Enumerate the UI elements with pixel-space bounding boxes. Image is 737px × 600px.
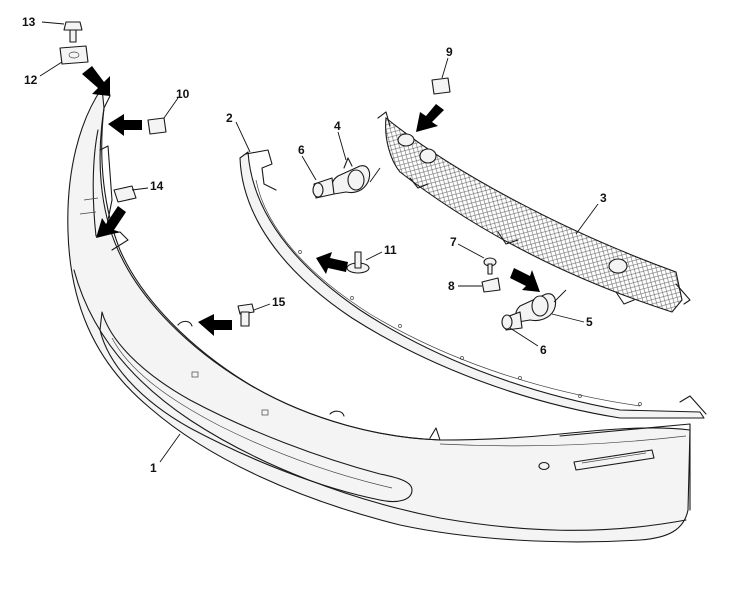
mesh-grille <box>377 111 691 313</box>
callout-7: 7 <box>450 235 457 249</box>
arrow-down-right-6 <box>510 268 540 292</box>
bolt-15 <box>237 303 255 327</box>
leader-lines <box>39 21 599 463</box>
callout-6-upper: 6 <box>298 143 305 157</box>
callout-11: 11 <box>384 243 397 257</box>
callout-14: 14 <box>150 179 164 193</box>
callout-labels: 13 12 10 14 2 4 6 9 3 11 7 8 5 6 15 1 <box>22 15 607 475</box>
clip-9 <box>431 77 451 95</box>
callout-9: 9 <box>446 45 453 59</box>
callout-15: 15 <box>272 295 286 309</box>
clip-14 <box>113 185 137 203</box>
callout-10: 10 <box>176 87 190 101</box>
arrow-down-right-1 <box>82 66 110 96</box>
clip-12 <box>59 45 89 65</box>
parking-sensor-lower <box>501 311 523 331</box>
callout-13: 13 <box>22 15 36 29</box>
clip-10 <box>147 117 167 135</box>
screw-7 <box>483 257 497 275</box>
clip-8 <box>481 277 501 293</box>
assembly-arrows <box>82 66 540 336</box>
arrow-down-left-3 <box>96 206 126 238</box>
parking-sensor-holder-upper <box>331 157 371 195</box>
callout-6-lower: 6 <box>540 343 547 357</box>
callout-2: 2 <box>226 111 233 125</box>
callout-3: 3 <box>600 191 607 205</box>
callout-8: 8 <box>448 279 455 293</box>
arrow-down-left-4 <box>416 104 444 132</box>
bumper-mounting-rail <box>239 149 707 419</box>
arrow-left-7 <box>198 314 232 336</box>
callout-5: 5 <box>586 315 593 329</box>
parking-sensor-holder-lower <box>515 293 557 323</box>
parking-sensor-upper <box>312 177 335 199</box>
screw-11 <box>346 251 370 274</box>
nut-13 <box>63 21 83 43</box>
arrow-left-5 <box>316 252 348 274</box>
callout-4: 4 <box>334 119 341 133</box>
callout-1: 1 <box>150 461 157 475</box>
arrow-left-2 <box>108 114 142 136</box>
bumper-cover <box>67 85 691 543</box>
callout-12: 12 <box>24 73 38 87</box>
